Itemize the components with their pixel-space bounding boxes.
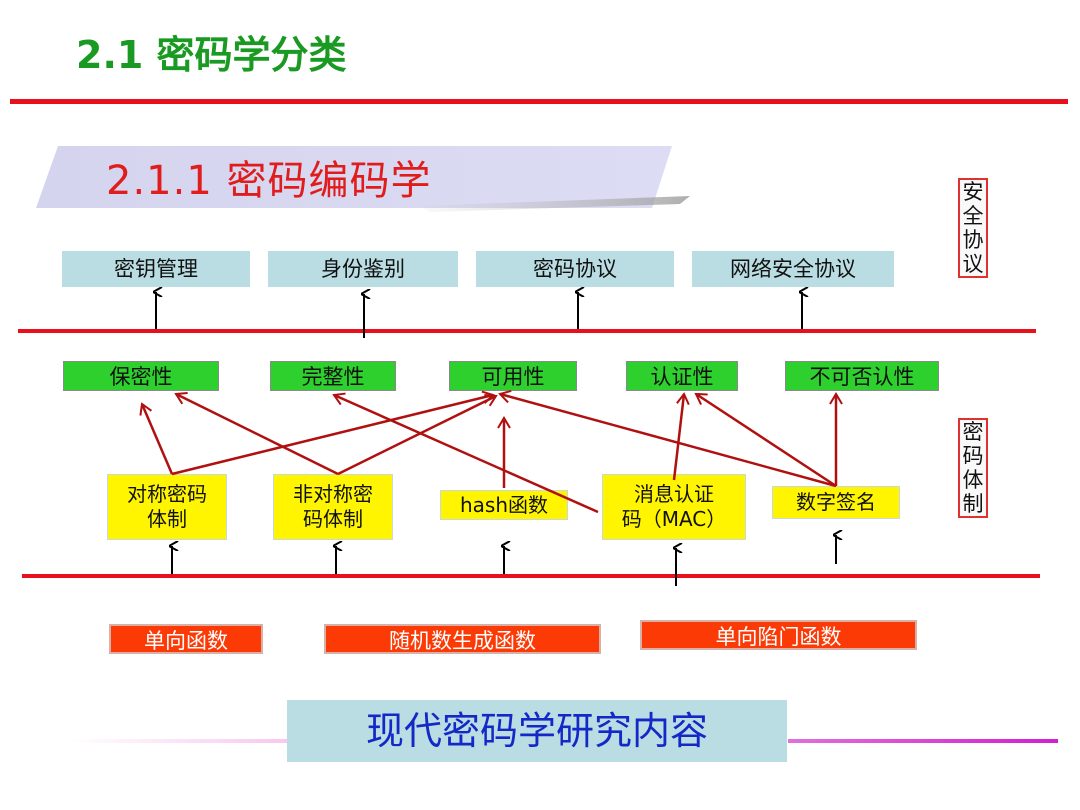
property-non-repudiation: 不可否认性 [785,361,939,391]
label-char: 体 [962,468,984,492]
system-hash-function: hash函数 [440,490,568,520]
function-random-generator: 随机数生成函数 [324,624,601,654]
label-security-protocol: 安 全 协 议 [958,178,988,278]
label-char: 议 [962,252,984,276]
system-symmetric: 对称密码 体制 [107,474,227,540]
arrow-symmetric-to-availability [171,390,495,476]
property-integrity: 完整性 [270,361,396,391]
arrow-mac-to-authentication [672,392,690,481]
system-mac: 消息认证 码（MAC） [602,474,746,540]
function-one-way: 单向函数 [109,624,263,654]
label-char: 协 [962,228,984,252]
arrow-signature-to-authentication [694,392,837,488]
label-char: 安 [962,180,984,204]
property-authentication: 认证性 [626,361,738,391]
footer-caption: 现代密码学研究内容 [287,700,787,762]
arrow-symmetric-to-confidentiality [139,402,174,475]
footer-left-line [70,739,288,743]
label-char: 码 [962,444,984,468]
label-char: 密 [962,420,984,444]
label-crypto-system: 密 码 体 制 [958,418,988,518]
arrow-mac-to-integrity [332,392,599,514]
system-asymmetric: 非对称密 码体制 [273,474,393,540]
label-char: 全 [962,204,984,228]
title-divider [10,99,1068,104]
section-subtitle: 2.1.1 密码编码学 [106,158,432,204]
arrow-asymmetric-to-availability [337,394,498,476]
slide-title: 2.1 密码学分类 [76,33,347,77]
label-char: 制 [962,492,984,516]
protocol-identity-auth: 身份鉴别 [268,251,458,287]
system-digital-signature: 数字签名 [772,486,900,519]
footer-right-line [788,739,1058,743]
protocol-crypto: 密码协议 [476,251,674,287]
arrow-signature-to-availability [498,389,837,488]
protocol-network-security: 网络安全协议 [692,251,894,287]
property-availability: 可用性 [449,361,577,391]
function-one-way-trapdoor: 单向陷门函数 [640,620,917,650]
protocol-key-management: 密钥管理 [62,251,250,287]
arrow-asymmetric-to-confidentiality [174,392,339,476]
property-confidentiality: 保密性 [63,361,219,391]
